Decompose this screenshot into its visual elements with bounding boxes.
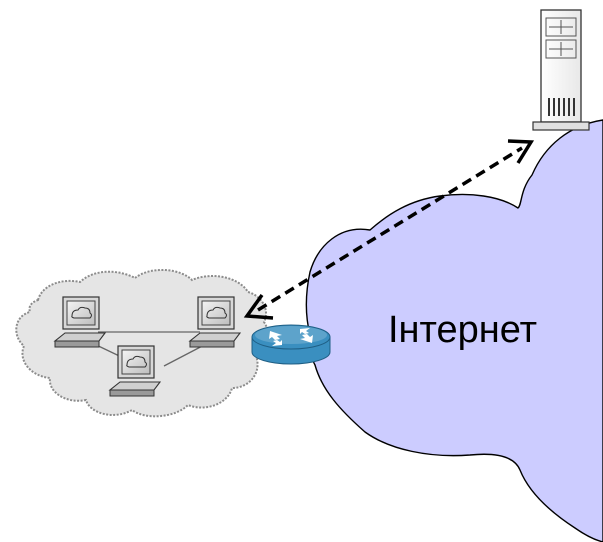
- arrowhead-start: [243, 293, 274, 320]
- server: [532, 9, 590, 131]
- arrowhead-end: [507, 139, 535, 164]
- tower-server-icon: [532, 9, 590, 131]
- connection-line: [257, 146, 523, 312]
- internet-label: Інтернет: [388, 309, 537, 351]
- desktop-computer-icon: [188, 296, 242, 348]
- router-icon: [251, 324, 331, 365]
- router: [251, 324, 331, 365]
- workstation-left: [53, 296, 107, 348]
- workstation-bottom: [108, 345, 162, 397]
- workstation-right: [188, 296, 242, 348]
- connection-arrow: [243, 139, 535, 320]
- desktop-computer-icon: [53, 296, 107, 348]
- internet-cloud: Інтернет: [305, 119, 603, 542]
- desktop-computer-icon: [108, 345, 162, 397]
